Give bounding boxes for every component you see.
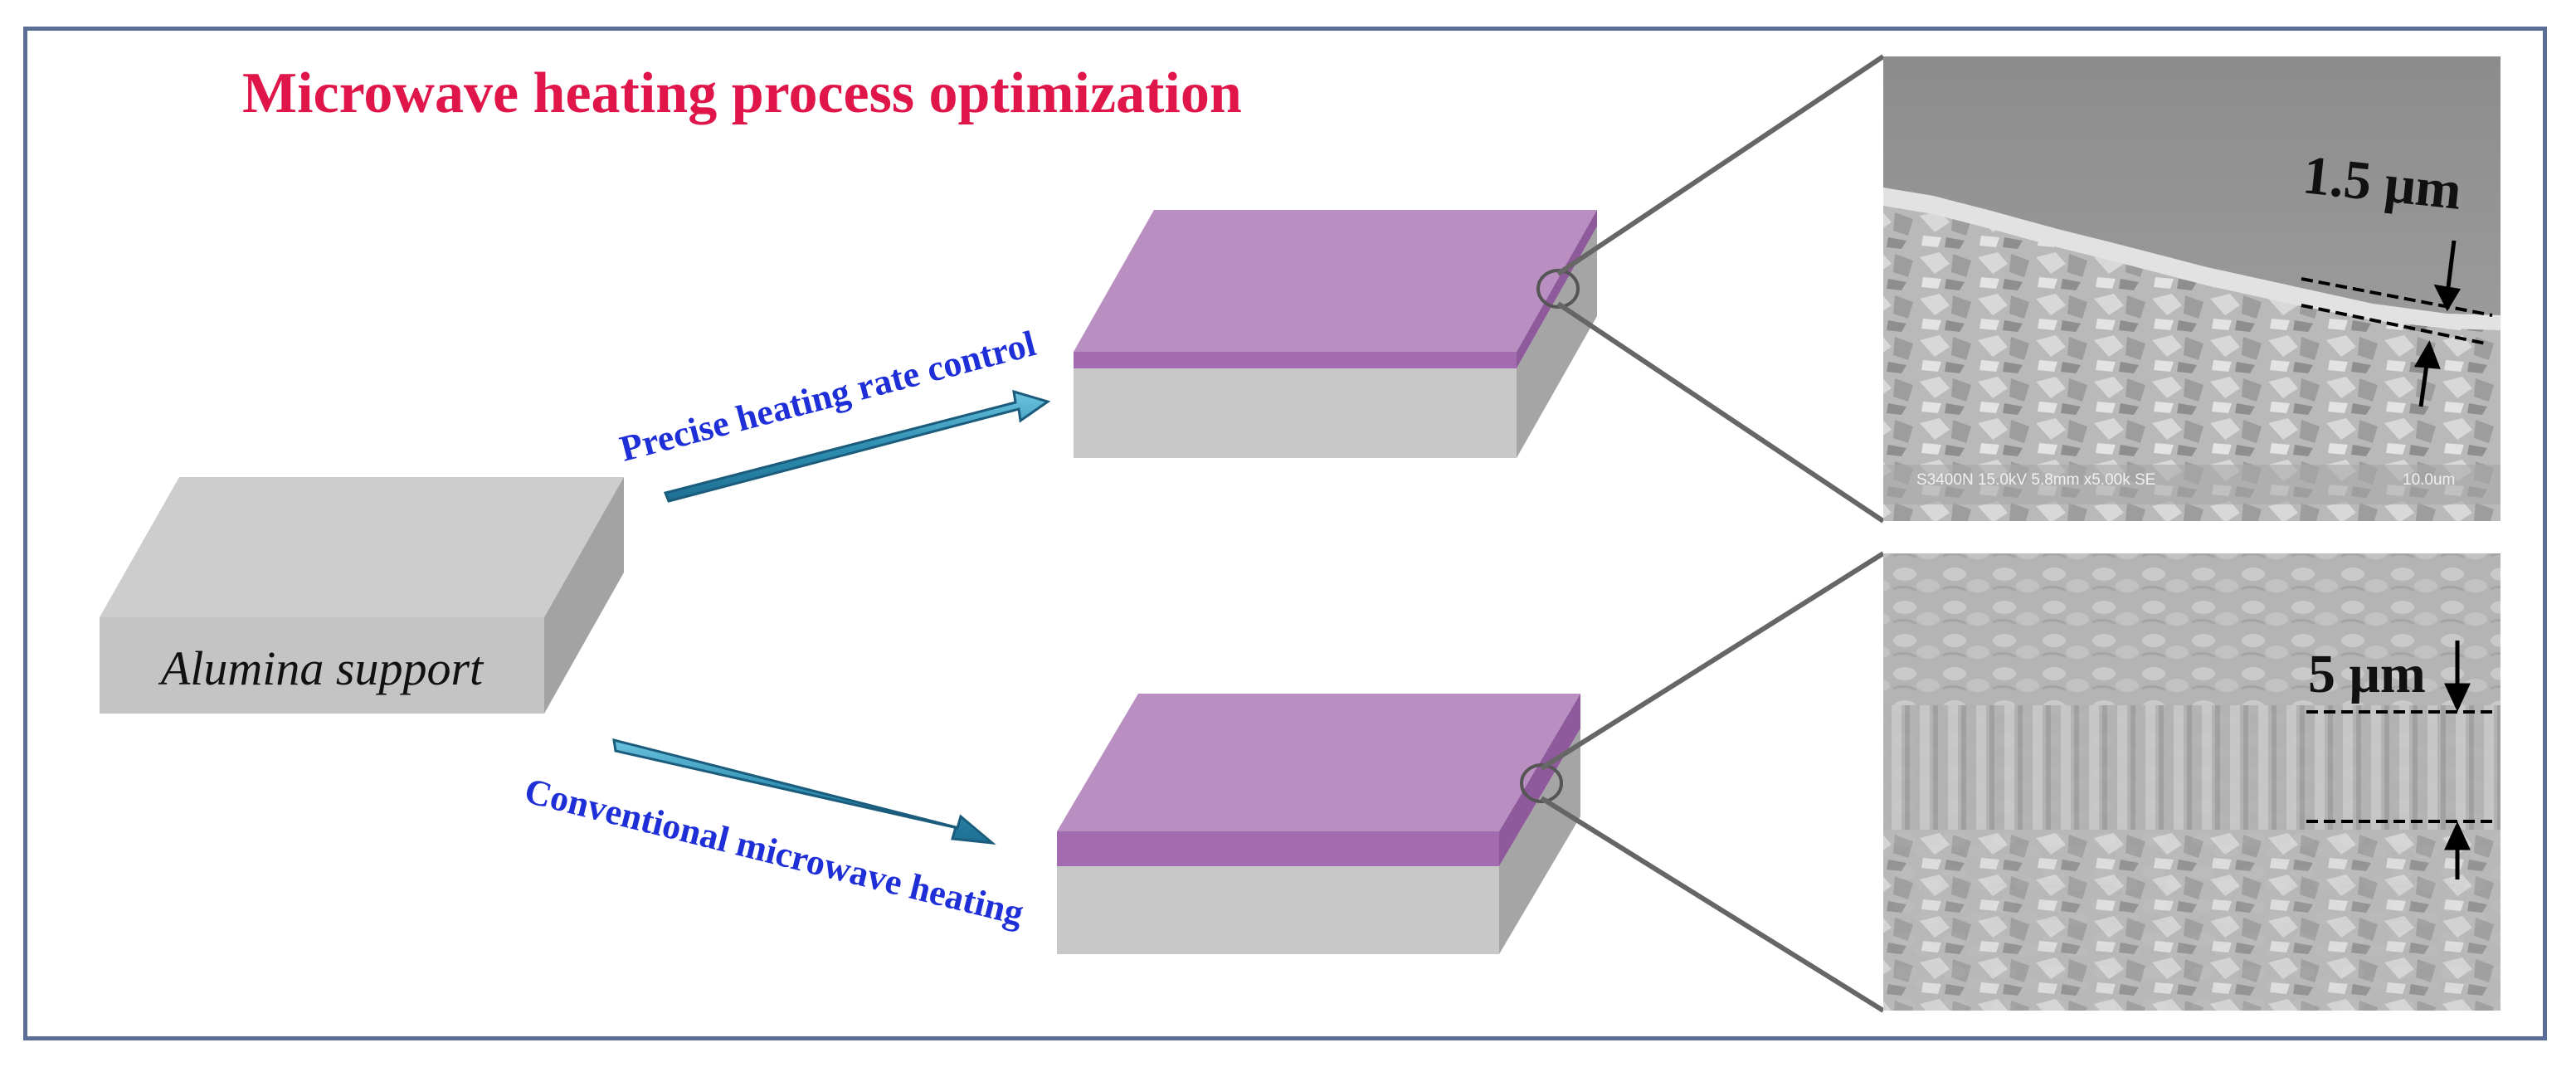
thickness-arrows-thick [2444,641,2471,879]
film-bottom-dash-thin [2301,304,2486,345]
conventional-heating-arrow: Conventional microwave heating [521,738,1028,933]
film-top-dash-thin [2301,277,2493,317]
thickness-label-thick: 5 μm [2308,644,2426,704]
sem-scale-text: 10.0um [2403,471,2455,489]
sem-image-thick: 5 μm [1883,553,2501,1011]
thickness-arrows-thin [2413,240,2462,407]
alumina-support-block: Alumina support [100,477,624,714]
zoom-circle-top [1536,269,1580,309]
conventional-heating-label: Conventional microwave heating [521,770,1028,933]
thick-membrane-block [1057,694,1580,954]
thin-membrane-block [1074,210,1597,458]
zoom-lines [1540,54,1885,1013]
sem-info-text: S3400N 15.0kV 5.8mm x5.00k SE [1916,471,2155,489]
figure-title: Microwave heating process optimization [242,61,1242,125]
precise-heating-arrow: Precise heating rate control [616,323,1051,503]
zoom-circle-bottom [1520,763,1563,803]
sem-image-thin: S3400N 15.0kV 5.8mm x5.00k SE 10.0um 1.5… [1883,56,2501,521]
precise-heating-label: Precise heating rate control [616,323,1040,469]
support-label: Alumina support [158,641,485,695]
